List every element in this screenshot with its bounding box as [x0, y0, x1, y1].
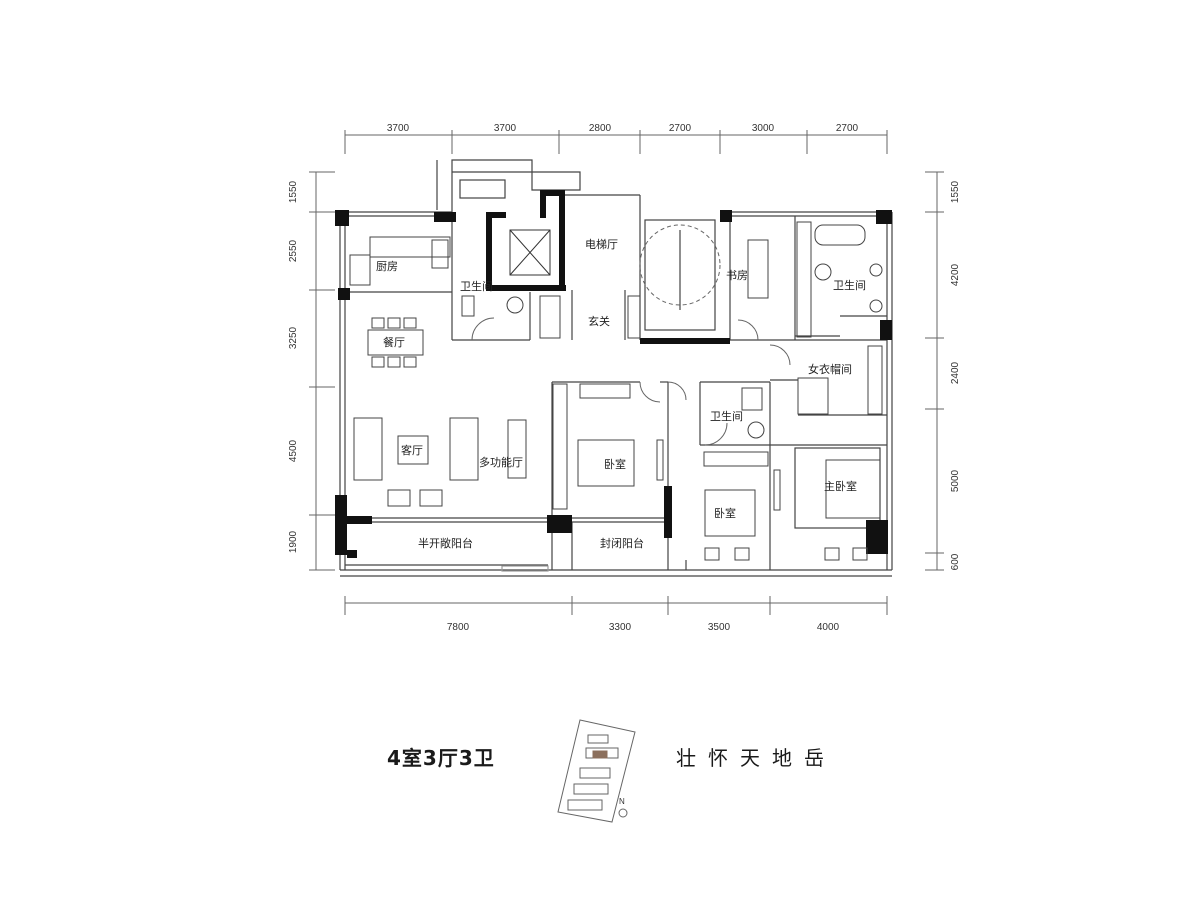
- dim-left-1: 1550: [288, 180, 299, 203]
- dim-left-3: 3250: [288, 326, 299, 349]
- project-name: 壮怀天地岳: [676, 746, 836, 770]
- room-label-elevator-hall: 电梯厅: [585, 238, 618, 251]
- room-label-bathroom-3: 卫生间: [833, 278, 866, 292]
- dim-top-3: 2800: [589, 123, 612, 134]
- elevator-shaft-icon: [509, 229, 551, 276]
- room-label-foyer: 玄关: [588, 314, 610, 328]
- room-label-kitchen: 厨房: [376, 260, 398, 273]
- dim-right-1: 1550: [950, 180, 961, 203]
- dim-top-1: 3700: [387, 123, 410, 134]
- dim-bottom-3: 3500: [708, 622, 731, 633]
- room-label-bedroom-1: 卧室: [604, 457, 626, 471]
- dim-right-4: 5000: [950, 469, 961, 492]
- dim-top-5: 3000: [752, 123, 775, 134]
- room-label-master-bedroom: 主卧室: [824, 479, 857, 493]
- room-label-dining: 餐厅: [383, 335, 405, 349]
- partition-lines: [339, 159, 893, 577]
- dimension-labels-top: 3700 3700 2800 2700 3000 2700: [387, 123, 859, 134]
- dim-top-4: 2700: [669, 123, 692, 134]
- layout-caption: 4室3厅3卫: [387, 746, 495, 770]
- dim-right-5: 600: [950, 553, 961, 570]
- door-swings: [471, 224, 791, 446]
- dim-top-6: 2700: [836, 123, 859, 134]
- room-label-enclosed-balcony: 封闭阳台: [600, 536, 644, 550]
- room-label-multi-function: 多功能厅: [479, 455, 523, 469]
- structural-walls: [335, 190, 892, 558]
- room-labels: 厨房 卫生间 餐厅 客厅 多功能厅 半开敞阳台 电梯厅 玄关 书房 卫生间 女衣…: [376, 238, 866, 550]
- dim-top-2: 3700: [494, 123, 517, 134]
- dim-bottom-4: 4000: [817, 622, 840, 633]
- dimension-labels-bottom: 7800 3300 3500 4000: [447, 622, 840, 633]
- highlighted-unit-icon: [592, 750, 608, 759]
- dim-bottom-2: 3300: [609, 622, 632, 633]
- room-label-bathroom-2: 卫生间: [710, 409, 743, 423]
- dim-left-2: 2550: [288, 239, 299, 262]
- dimension-lines: [309, 130, 944, 615]
- dim-bottom-1: 7800: [447, 622, 470, 633]
- room-label-living: 客厅: [401, 443, 423, 457]
- room-label-bathroom-1: 卫生间: [460, 279, 493, 293]
- dim-left-5: 1900: [288, 530, 299, 553]
- dim-right-2: 4200: [950, 263, 961, 286]
- room-label-walk-in-closet: 女衣帽间: [808, 362, 852, 376]
- dimension-labels-left: 1550 2550 3250 4500 1900: [288, 180, 299, 553]
- dim-left-4: 4500: [288, 439, 299, 462]
- room-label-bedroom-2: 卧室: [714, 506, 736, 520]
- north-arrow-label: N: [619, 797, 625, 806]
- site-key-map: [557, 719, 636, 823]
- room-label-study: 书房: [726, 269, 748, 282]
- room-label-half-open-balcony: 半开敞阳台: [418, 536, 473, 550]
- dim-right-3: 2400: [950, 361, 961, 384]
- furniture: [349, 221, 883, 561]
- dimension-labels-right: 1550 4200 2400 5000 600: [950, 180, 961, 570]
